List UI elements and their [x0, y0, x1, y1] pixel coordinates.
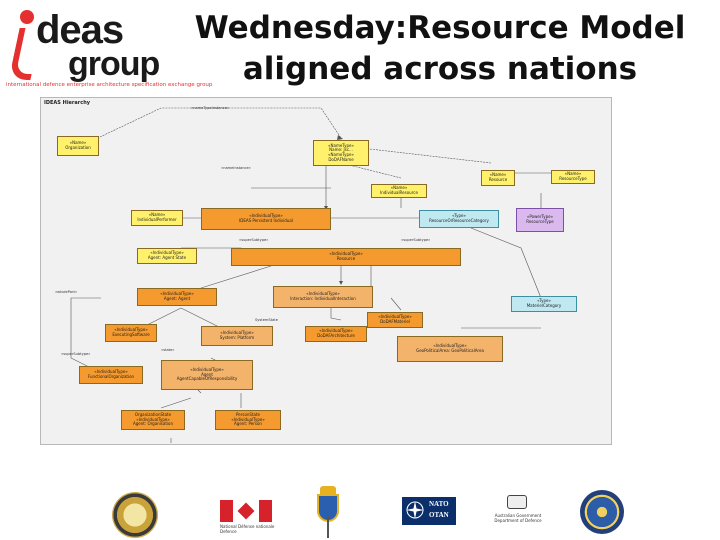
uml-diagram: IDEAS Hierarchy: [40, 97, 612, 445]
label-state: «state»: [161, 348, 175, 352]
node-name-individual-performer: «Name»IndividualPerformer: [131, 210, 183, 226]
nato-otan-logo: NATO OTAN: [402, 497, 456, 525]
logo-i-dot: [20, 10, 34, 24]
crown-icon: [320, 486, 336, 494]
label-whole-part: «wholePart»: [55, 290, 78, 294]
label-super-subtype-3: «superSubtype»: [61, 352, 91, 356]
diagram-connectors: [70, 107, 561, 443]
node-resource: «IndividualType»Resource: [231, 248, 461, 266]
maple-leaf-icon: [237, 502, 255, 520]
diagram-frame-title: IDEAS Hierarchy: [44, 100, 91, 106]
nato-text: NATO: [429, 500, 449, 508]
node-ideas-individual: «IndividualType»IDEAS Persistent Individ…: [201, 208, 331, 230]
node-functional-organization: «IndividualType»FunctionalOrganization: [79, 366, 143, 384]
title-line-2: aligned across nations: [242, 51, 638, 87]
node-agent-state: «IndividualType»Agent: Agent State: [137, 248, 197, 264]
node-system-platform: «IndividualType»System: Platform: [201, 326, 273, 346]
agent-person-label: «IndividualType»Agent: Person: [231, 416, 265, 427]
sword-icon: [327, 516, 329, 538]
logo-word-group: group: [68, 45, 160, 83]
person-state-name: PersonState: [235, 412, 261, 418]
node-dodaf-architecture: «IndividualType»DoDAFArchitecture: [305, 326, 367, 342]
node-materiel-category: «Type»MaterielCategory: [511, 296, 577, 312]
uk-mod-crest-icon: [112, 492, 158, 538]
organization-state-name: OrganizationState: [134, 412, 172, 418]
node-name-resource: «Name»Resource: [481, 170, 515, 186]
node-resource-category: «Type»ResourceOrResourceCategory: [419, 210, 499, 228]
us-dod-seal-icon: [580, 490, 624, 534]
canada-flag-icon: [220, 500, 272, 522]
label-super-subtype-1: «superSubtype»: [239, 238, 269, 242]
otan-text: OTAN: [429, 511, 449, 519]
node-organization-name: «Name»Organization: [57, 136, 99, 156]
logo-word-deas: deas: [36, 8, 124, 52]
slide-title: Wednesday:Resource Model aligned across …: [160, 8, 720, 90]
sweden-armed-forces-crest-icon: [314, 486, 342, 538]
label-name-type-instance: «nameTypeInstance»: [191, 106, 230, 110]
node-name-individual-resource: «Name»IndividualResource: [371, 184, 427, 198]
label-super-subtype-2: «superSubtype»: [401, 238, 431, 242]
label-name-instance: «nameInstance»: [221, 166, 251, 170]
node-dodaf-materiel: «IndividualType»DoDAFMateriel: [367, 312, 423, 328]
node-geo-political: «IndividualType»GeoPoliticalArea: GeoPol…: [397, 336, 503, 362]
title-line-1: Wednesday:Resource Model: [194, 10, 686, 46]
logo-tagline: international defence enterprise archite…: [6, 82, 213, 88]
node-person-state: PersonState «IndividualType»Agent: Perso…: [215, 410, 281, 430]
agent-organisation-label: «IndividualType»Agent: Organisation: [132, 416, 173, 427]
nato-compass-star-icon: [406, 501, 424, 519]
node-agent: «IndividualType»Agent: Agent: [137, 288, 217, 306]
node-dodaf-name: «NameType»Name: Jsc...«NameType»DoDAFNam…: [313, 140, 369, 166]
node-executing-software: «IndividualType»ExecutingSoftware: [105, 324, 157, 342]
australian-coat-of-arms-icon: [507, 495, 527, 509]
node-powertype-resource: «PowerType»ResourceType: [516, 208, 564, 232]
node-interaction: «IndividualType»Interaction: IndividualI…: [273, 286, 373, 308]
label-system-state: SystemState: [255, 318, 278, 322]
node-organization-state: OrganizationState «IndividualType»Agent:…: [121, 410, 185, 430]
ideas-group-logo: deas group international defence enterpr…: [6, 6, 212, 92]
node-name-resource-type: «Name»ResourceType: [551, 170, 595, 184]
